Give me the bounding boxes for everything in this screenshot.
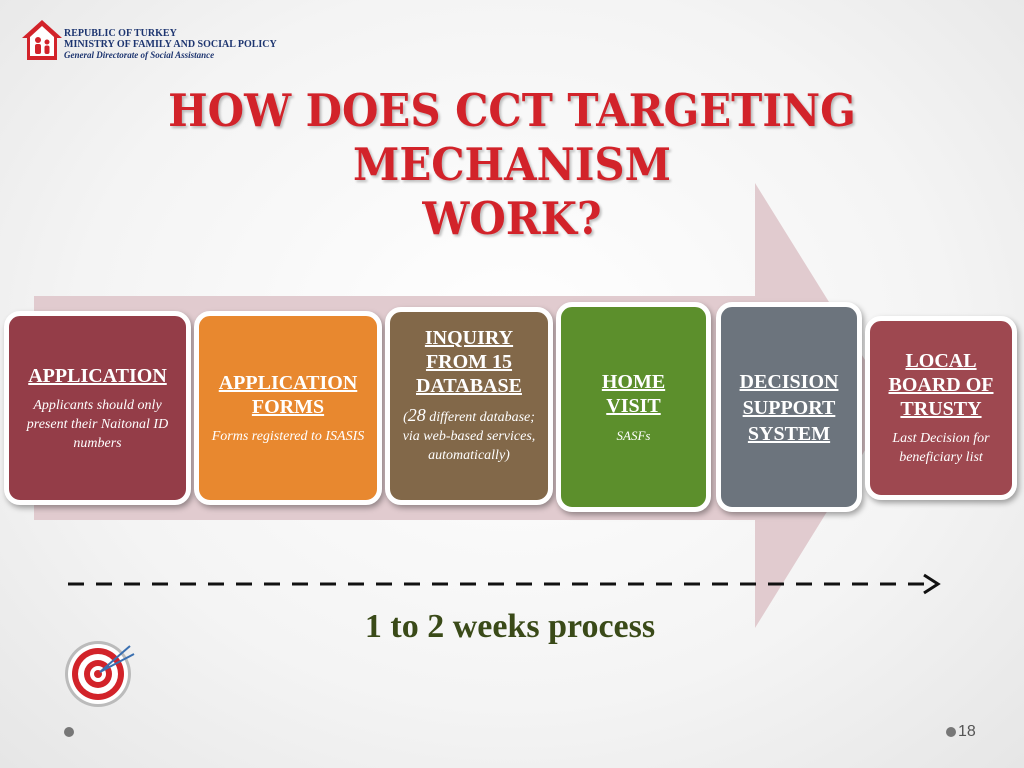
step-application-desc: Applicants should only present their Nai… (26, 397, 169, 451)
page-number: 18 (958, 723, 976, 740)
step-inquiry-desc: (28 different database; via web-based se… (398, 406, 540, 465)
step-home-visit-desc: SASFs (616, 427, 651, 443)
page-title: HOW DOES CCT TARGETING MECHANISM WORK? (36, 84, 988, 246)
header-line-2: MINISTRY OF FAMILY AND SOCIAL POLICY (64, 39, 277, 50)
step-inquiry-count: 28 (407, 405, 426, 425)
step-local-board: LOCAL BOARD OF TRUSTY Last Decision for … (865, 316, 1017, 500)
footer-left-dot (64, 727, 74, 737)
step-application-forms-desc: Forms registered to ISASIS (211, 428, 365, 444)
timeline-dashed-arrow (68, 573, 941, 595)
title-line-2: WORK? (422, 192, 602, 245)
step-home-visit-title: HOME VISIT (601, 370, 666, 417)
ministry-logo-icon (22, 20, 62, 60)
title-line-1: HOW DOES CCT TARGETING MECHANISM (168, 84, 856, 191)
header-line-3: General Directorate of Social Assistance (64, 50, 215, 60)
step-inquiry: INQUIRY FROM 15 DATABASE (28 different d… (385, 307, 553, 505)
step-inquiry-desc-text: different database; via web-based servic… (402, 410, 536, 463)
step-local-board-title: LOCAL BOARD OF TRUSTY (888, 350, 994, 420)
step-inquiry-open-paren: ( (403, 410, 408, 425)
step-application-forms: APPLICATION FORMS Forms registered to IS… (194, 311, 382, 505)
target-icon (65, 641, 135, 707)
step-application-forms-title: APPLICATION FORMS (218, 371, 358, 418)
ministry-header: REPUBLIC OF TURKEY MINISTRY OF FAMILY AN… (64, 28, 277, 61)
step-application-title: APPLICATION (28, 364, 167, 387)
step-application: APPLICATION Applicants should only prese… (4, 311, 191, 505)
footer-right-dot (946, 727, 956, 737)
step-local-board-desc: Last Decision for beneficiary list (892, 431, 990, 465)
step-inquiry-title: INQUIRY FROM 15 DATABASE (416, 327, 522, 397)
step-decision-support-title: DECISION SUPPORT SYSTEM (739, 371, 839, 445)
header-line-1: REPUBLIC OF TURKEY (64, 28, 177, 39)
step-home-visit: HOME VISIT SASFs (556, 302, 711, 512)
timeline-label: 1 to 2 weeks process (364, 608, 656, 645)
step-decision-support: DECISION SUPPORT SYSTEM (716, 302, 862, 512)
